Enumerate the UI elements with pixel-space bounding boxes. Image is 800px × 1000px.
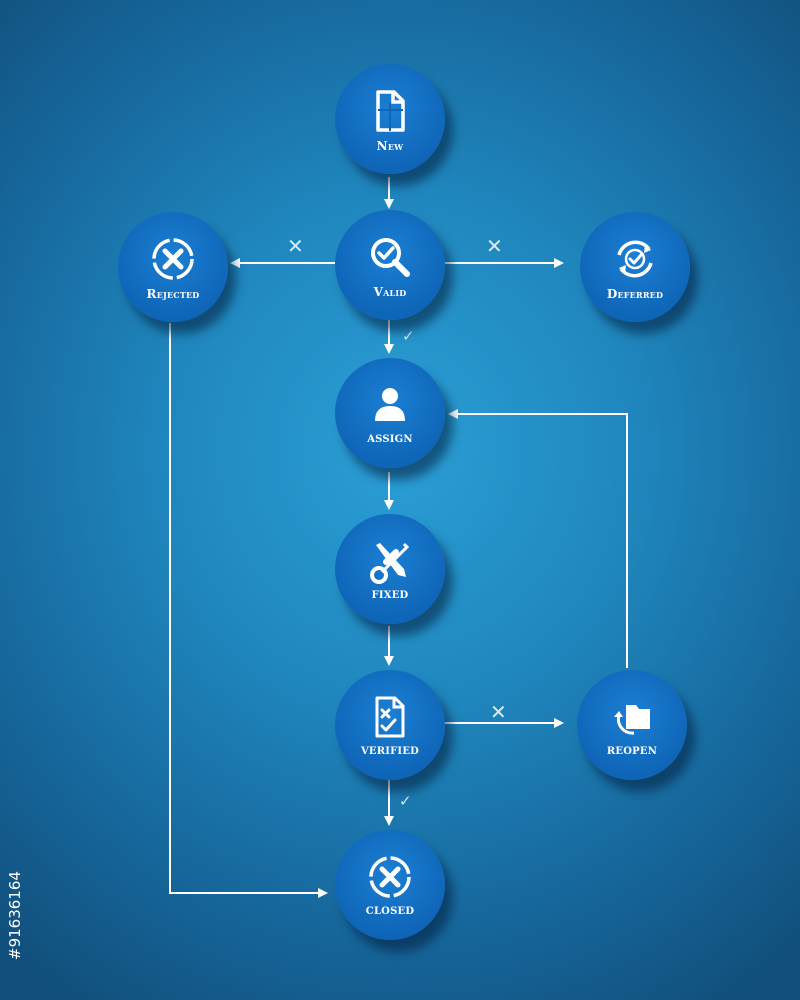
cross-mark-deferred: ✕ — [486, 234, 503, 258]
magnifier-check-icon — [371, 238, 410, 277]
node-verified-label: VERIFIED — [360, 746, 420, 757]
cross-mark-rejected: ✕ — [287, 234, 304, 258]
refresh-check-icon — [617, 240, 653, 278]
node-closed: CLOSED — [335, 830, 445, 940]
node-rejected: Rejected — [118, 212, 228, 322]
node-assign: ASSIGN — [335, 358, 445, 468]
node-rejected-label: Rejected — [146, 287, 200, 301]
check-mark-assign: ✓ — [402, 327, 415, 345]
node-reopen: REOPEN — [577, 670, 687, 780]
folder-reopen-icon — [614, 705, 650, 735]
node-closed-label: CLOSED — [365, 906, 415, 917]
arrow-reopen-assign — [448, 409, 628, 668]
node-valid-label: Valid — [373, 285, 407, 299]
arrow-rejected-closed — [169, 323, 328, 898]
node-verified: VERIFIED — [335, 670, 445, 780]
circle-x-icon — [369, 856, 411, 898]
node-reopen-label: REOPEN — [606, 746, 658, 757]
user-icon — [375, 388, 405, 421]
node-valid: Valid — [335, 210, 445, 320]
circle-x-icon — [152, 238, 194, 280]
node-fixed-label: FIXED — [371, 590, 409, 601]
node-assign-label: ASSIGN — [367, 434, 413, 445]
node-deferred-label: Deferred — [606, 287, 664, 301]
node-new: New — [335, 64, 445, 174]
cross-mark-reopen: ✕ — [490, 700, 507, 724]
checklist-icon — [375, 696, 405, 738]
check-mark-closed: ✓ — [399, 792, 412, 810]
node-fixed: FIXED — [335, 514, 445, 624]
node-deferred: Deferred — [580, 212, 690, 322]
document-icon — [376, 90, 405, 132]
side-id-text: #91636164 — [6, 871, 24, 960]
tools-icon — [370, 542, 410, 584]
node-new-label: New — [376, 139, 404, 153]
